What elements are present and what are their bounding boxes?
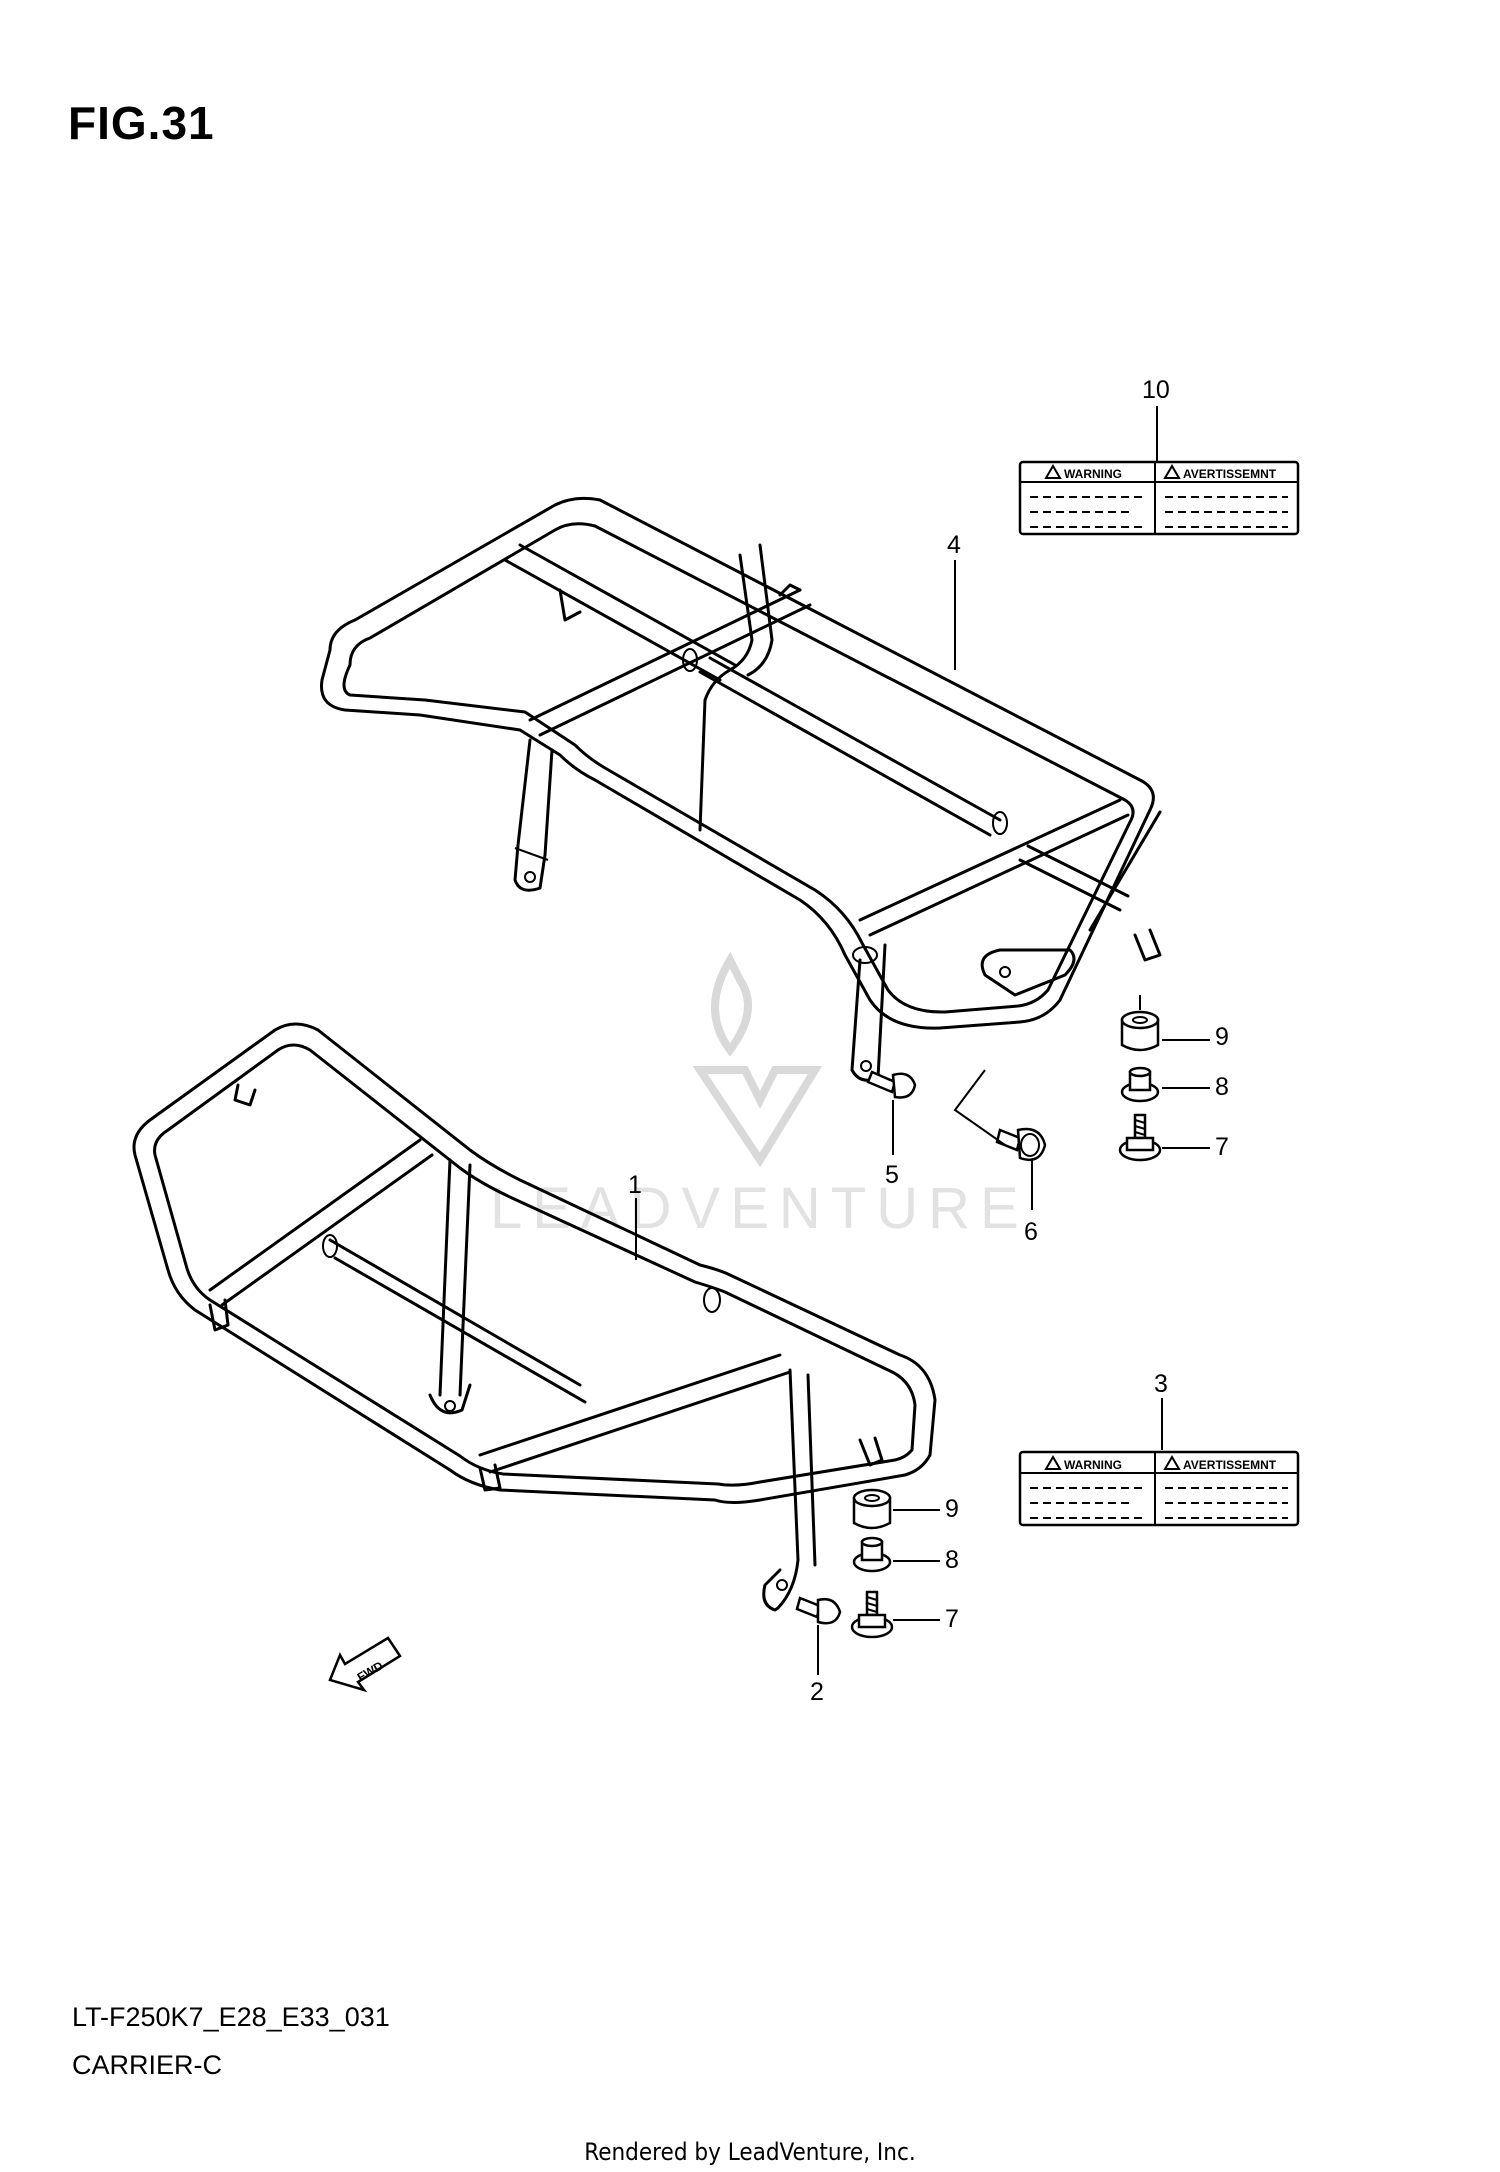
section-name: CARRIER-C <box>72 2050 223 2080</box>
leader-lines <box>635 406 1210 1675</box>
callout-6: 6 <box>1024 1218 1038 1246</box>
callout-3: 3 <box>1154 1370 1168 1398</box>
hardware-lower[interactable] <box>795 1488 894 1639</box>
decal-avertissement-label: AVERTISSEMNT <box>1183 467 1277 481</box>
decal-warning-label: WARNING <box>1064 467 1122 481</box>
callout-2: 2 <box>810 1678 824 1706</box>
callout-8: 8 <box>1215 1073 1229 1101</box>
model-code: LT-F250K7_E28_E33_031 <box>72 2002 390 2032</box>
decal-avertissement-label: AVERTISSEMNT <box>1183 1458 1277 1472</box>
warning-decal-3[interactable]: WARNING AVERTISSEMNT <box>1018 1450 1300 1527</box>
warning-decal-10[interactable]: WARNING AVERTISSEMNT <box>1018 460 1300 536</box>
callout-10: 10 <box>1142 376 1170 404</box>
callout-1: 1 <box>628 1171 642 1199</box>
callout-8: 8 <box>945 1546 959 1574</box>
callout-7: 7 <box>1215 1133 1229 1161</box>
rear-carrier[interactable] <box>319 496 1162 1082</box>
callout-9: 9 <box>1215 1023 1229 1051</box>
callouts: 10 4 9 8 7 5 6 1 3 9 8 7 2 <box>628 376 1229 1706</box>
front-carrier[interactable] <box>132 1022 937 1612</box>
callout-4: 4 <box>947 531 961 559</box>
fwd-arrow-icon: FWD <box>328 1636 402 1693</box>
figure-title: FIG.31 <box>68 97 215 149</box>
render-credit: Rendered by LeadVenture, Inc. <box>584 2138 916 2166</box>
callout-7: 7 <box>945 1605 959 1633</box>
watermark-logo: LEADVENTURE <box>490 951 1029 1241</box>
callout-9: 9 <box>945 1495 959 1523</box>
callout-5: 5 <box>885 1161 899 1189</box>
decal-warning-label: WARNING <box>1064 1458 1122 1472</box>
hardware-upper[interactable] <box>866 1010 1162 1162</box>
watermark-text: LEADVENTURE <box>490 1176 1029 1241</box>
